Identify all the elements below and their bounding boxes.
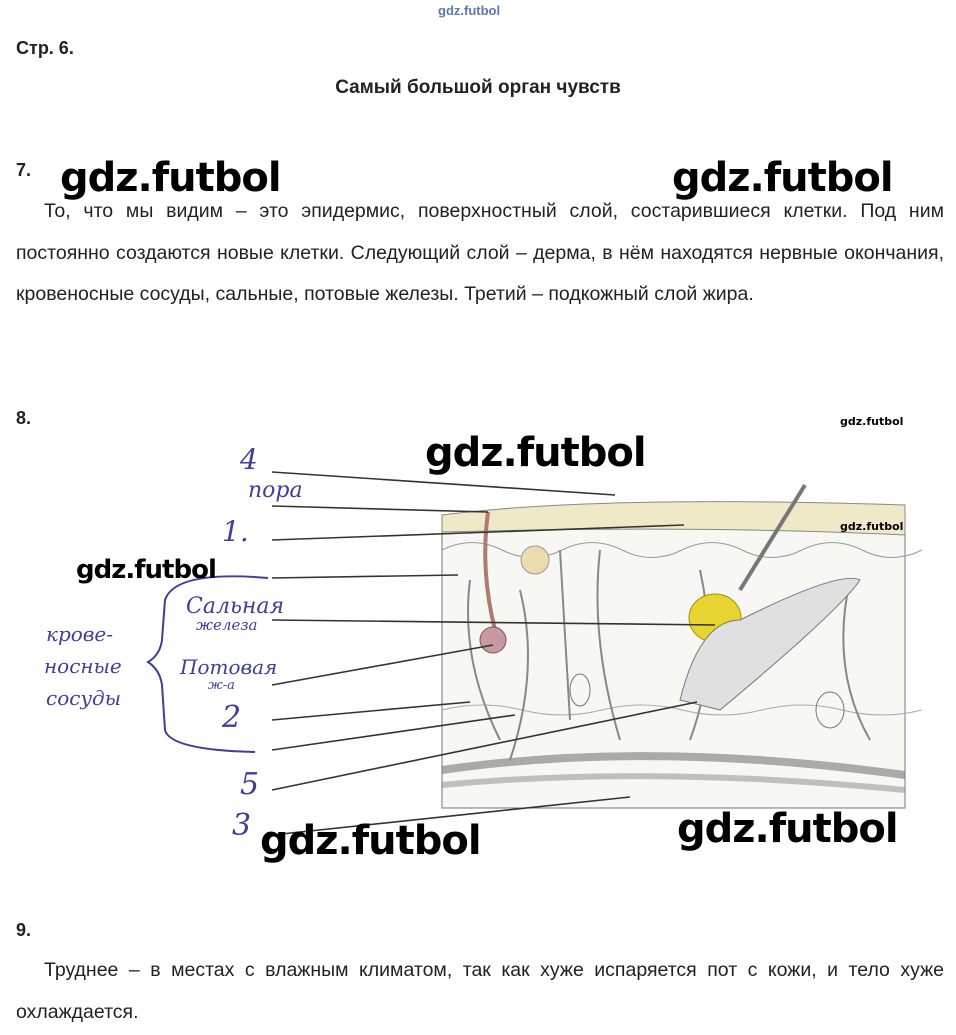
leader-lines	[271, 471, 716, 836]
task7-text: То, что мы видим – это эпидермис, поверх…	[16, 200, 944, 305]
watermark: gdz.futbol	[425, 430, 647, 476]
label-vessels-3: сосуды	[46, 686, 122, 710]
page-label: Стр. 6.	[16, 38, 74, 58]
label-sebaceous-1: Сальная	[186, 594, 285, 619]
task9-number: 9.	[16, 920, 32, 940]
watermark: gdz.futbol	[260, 818, 482, 864]
watermark: gdz.futbol	[672, 155, 894, 201]
skin-diagram	[146, 471, 923, 836]
label-sweat-2: ж-а	[208, 678, 235, 693]
label-2: 2	[222, 700, 242, 735]
label-sweat-1: Потовая	[180, 655, 278, 679]
skin-block	[441, 483, 923, 809]
task8-number: 8.	[16, 408, 32, 428]
task7-number: 7.	[16, 160, 32, 180]
watermark: gdz.futbol	[677, 806, 899, 852]
brace	[146, 575, 269, 753]
watermark: gdz.futbol	[76, 555, 217, 585]
label-sebaceous-2: железа	[196, 616, 258, 634]
watermark: gdz.futbol	[840, 520, 904, 533]
label-vessels-1: крове-	[46, 622, 114, 646]
header-watermark: gdz.futbol	[438, 3, 501, 18]
page-title: Самый большой орган чувств	[335, 77, 621, 98]
task9-text: Труднее – в местах с влажным климатом, т…	[16, 959, 944, 1023]
watermark: gdz.futbol	[60, 155, 282, 201]
label-4: 4	[240, 443, 258, 476]
label-pore: пора	[248, 478, 303, 503]
label-5: 5	[240, 767, 260, 802]
label-vessels-2: носные	[44, 654, 122, 678]
watermark: gdz.futbol	[840, 415, 904, 428]
label-3: 3	[232, 808, 252, 843]
label-1: 1.	[222, 515, 249, 548]
